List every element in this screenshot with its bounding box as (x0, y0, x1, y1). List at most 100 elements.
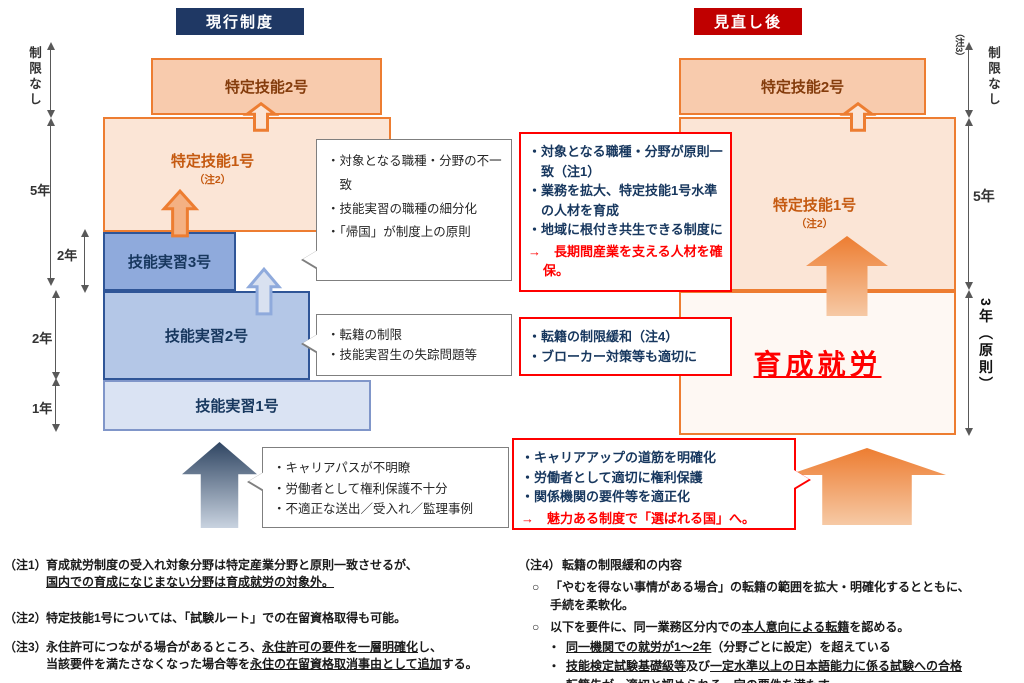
footnote-segment: 永住許可につながる場合があるところ、 (46, 640, 263, 654)
footnote-segment: を認める。 (849, 620, 910, 635)
axis-left-2y-a-line (80, 229, 89, 293)
callout-line: ・地域に根付き共生できる制度に (528, 222, 723, 237)
callout-tail-icon (249, 472, 264, 490)
footnote-label: （注2） (4, 611, 47, 625)
axis-right-no-limit-line (964, 42, 973, 118)
footnote-4: （注4） 転籍の制限緩和の内容 ○ 「やむを得ない事情がある場合」の転籍の範囲を… (518, 557, 1020, 683)
axis-left-no-limit-line (46, 42, 55, 118)
footnote-label: （注1） (4, 558, 47, 572)
footnote-bullet-marker: ・ (548, 658, 561, 673)
callout-arrow-line: → 魅力ある制度で「選ばれる国」へ。 (521, 510, 756, 526)
footnote-segment-underlined: 技能検定試験基礎級等 (566, 658, 687, 673)
axis-left-1y-line (51, 378, 60, 432)
axis-left-2y-b-label: 2年 (32, 331, 53, 346)
footnote-segment: （分野ごとに設定）を超えている (711, 639, 891, 654)
callout-line: ・ブローカー対策等も適切に (528, 348, 698, 364)
footnote-1: （注1） 育成就労制度の受入れ対象分野は特定産業分野と原則一致させるが、国内での… (4, 557, 512, 592)
callout-tail-icon (303, 250, 318, 268)
current-system-header: 現行制度 (176, 8, 304, 35)
axis-left-no-limit-label: 制限なし (27, 46, 41, 108)
footnote-segment: 育成就労制度の受入れ対象分野は特定産業分野と原則一致させるが、 (46, 558, 418, 572)
revised-tokutei1-label: 特定技能1号 （注2） (742, 194, 887, 231)
footnote-segment: 以下を要件に、同一業務区分内での (550, 620, 742, 635)
footnote-segment-underlined: 国内での育成になじまない分野は育成就労の対象外。 (46, 575, 335, 590)
footnote-segment: 及び (686, 658, 711, 673)
callout-line: ・技能実習の職種の細分化 (327, 201, 478, 216)
callout-line: ・不適正な送出／受入れ／監理事例 (273, 502, 474, 517)
up-arrow-ginou2-to-ginou3 (248, 268, 280, 315)
footnote-segment: 「やむを得ない事情がある場合」の転籍の範囲を拡大・明確化するとともに、 (550, 580, 970, 595)
revised-tokutei2-box: 特定技能2号 (679, 58, 926, 115)
current-ginou1-label: 技能実習1号 (195, 398, 279, 415)
revised-ikusei-label: 育成就労 (753, 349, 882, 380)
revised-tokutei1-note: （注2） (795, 218, 834, 230)
current-ginou3-label: 技能実習3号 (127, 254, 212, 271)
axis-right-no-limit-label: 制限なし (986, 46, 1000, 108)
current-ginou3-box: 技能実習3号 (103, 232, 236, 291)
callout-tail-icon (303, 334, 318, 352)
callout-revised-skill-points: ・対象となる職種・分野が原則一致（注1） ・業務を拡大、特定技能1号水準の人材を… (519, 132, 732, 292)
callout-line: ・転籍の制限緩和（注4） (528, 329, 679, 344)
callout-line: ・労働者として権利保護不十分 (273, 481, 448, 496)
footnote-text: 同一機関での就労が1～2年（分野ごとに設定）を超えている (566, 639, 891, 656)
footnote-text: 育成就労制度の受入れ対象分野は特定産業分野と原則一致させるが、国内での育成になじ… (46, 557, 418, 592)
callout-line: ・労働者として適切に権利保護 (521, 469, 703, 485)
axis-right-3y-label: 3年（原則） (978, 298, 994, 394)
footnote-bullet-marker: ○ (532, 580, 540, 595)
footnote-bullet-marker: ○ (532, 620, 540, 635)
callout-line: ・キャリアパスが不明瞭 (273, 461, 411, 475)
axis-right-5y-label: 5年 (973, 188, 995, 204)
current-tokutei1-note: （注2） (193, 174, 232, 186)
footnote-bullet-marker: ・ (548, 677, 566, 683)
footnote-text: 以下を要件に、同一業務区分内での本人意向による転籍を認める。 (550, 619, 909, 636)
footnote-segment-underlined: 本人意向による転籍 (741, 620, 850, 635)
callout-line: ・技能実習生の失踪問題等 (327, 348, 478, 362)
axis-right-3y-line (964, 290, 973, 436)
big-up-arrow-ikusei-to-tokutei1 (806, 236, 888, 316)
footnote-segment: 当該要件を満たさなくなった場合等を (46, 657, 251, 672)
current-tokutei2-label: 特定技能2号 (224, 79, 309, 96)
callout-current-skill-issues: ・対象となる職種・分野の不一致 ・技能実習の職種の細分化 ・「帰国」が制度上の原… (316, 139, 512, 281)
axis-right-note3-label: （注3） (953, 28, 964, 62)
current-tokutei2-box: 特定技能2号 (151, 58, 382, 115)
footnote-segment-underlined: 転籍先 (566, 678, 602, 683)
big-up-arrow-revised-entry (788, 448, 946, 525)
callout-current-tenseki-issues: ・転籍の制限 ・技能実習生の失踪問題等 (316, 314, 512, 376)
callout-revised-tenseki-points: ・転籍の制限緩和（注4） ・ブローカー対策等も適切に (519, 317, 732, 376)
big-up-arrow-current-entry (182, 442, 257, 528)
footnote-segment-underlined: 永住許可の要件を一層明確化 (262, 640, 419, 654)
footnote-segment: し、 (418, 640, 443, 654)
axis-left-2y-b-line (51, 290, 60, 380)
up-arrow-current-to-tokutei2 (246, 103, 276, 131)
callout-tail-icon (794, 470, 809, 488)
footnote-segment-underlined: 永住の在留資格取消事由として追加 (250, 657, 442, 672)
current-ginou2-label: 技能実習2号 (164, 328, 249, 345)
footnote-text: 永住許可につながる場合があるところ、永住許可の要件を一層明確化し、当該要件を満た… (46, 639, 478, 674)
footnote-segment-underlined: 同一機関での就労が1～2年 (566, 639, 712, 654)
callout-line: ・対象となる職種・分野が原則一致（注1） (528, 144, 723, 179)
callout-arrow-line: → 長期間産業を支える人材を確保。 (528, 243, 723, 279)
current-ginou1-box: 技能実習1号 (103, 380, 371, 431)
callout-line: ・「帰国」が制度上の原則 (327, 225, 471, 240)
footnote-2: （注2） 特定技能1号については、「試験ルート」での在留資格取得も可能。 (4, 610, 512, 627)
axis-right-5y-line (964, 118, 973, 290)
footnote-text: 「やむを得ない事情がある場合」の転籍の範囲を拡大・明確化するとともに、手続を柔軟… (550, 579, 970, 614)
axis-left-5y-label: 5年 (30, 183, 51, 198)
callout-current-entry-issues: ・キャリアパスが不明瞭 ・労働者として権利保護不十分 ・不適正な送出／受入れ／監… (262, 447, 509, 528)
axis-left-5y-line (46, 118, 55, 286)
revised-system-header: 見直し後 (694, 8, 802, 35)
callout-line: ・関係機関の要件等を適正化 (521, 489, 691, 504)
callout-line: ・業務を拡大、特定技能1号水準の人材を育成 (528, 183, 718, 218)
up-arrow-ginou3-to-tokutei1 (163, 190, 197, 237)
footnote-segment: 手続を柔軟化。 (550, 597, 635, 612)
footnote-title: 転籍の制限緩和の内容 (562, 558, 683, 572)
footnote-text: 特定技能1号については、「試験ルート」での在留資格取得も可能。 (46, 611, 407, 625)
footnote-label: （注4） (518, 558, 561, 572)
callout-line: ・対象となる職種・分野の不一致 (327, 154, 502, 192)
up-arrow-revised-to-tokutei2 (843, 103, 873, 131)
footnote-text: 転籍先が、適切と認められる一定の要件を満たす (566, 677, 830, 683)
footnote-label: （注3） (4, 640, 47, 654)
callout-line: ・転籍の制限 (327, 328, 403, 342)
footnote-segment: する。 (441, 657, 478, 672)
